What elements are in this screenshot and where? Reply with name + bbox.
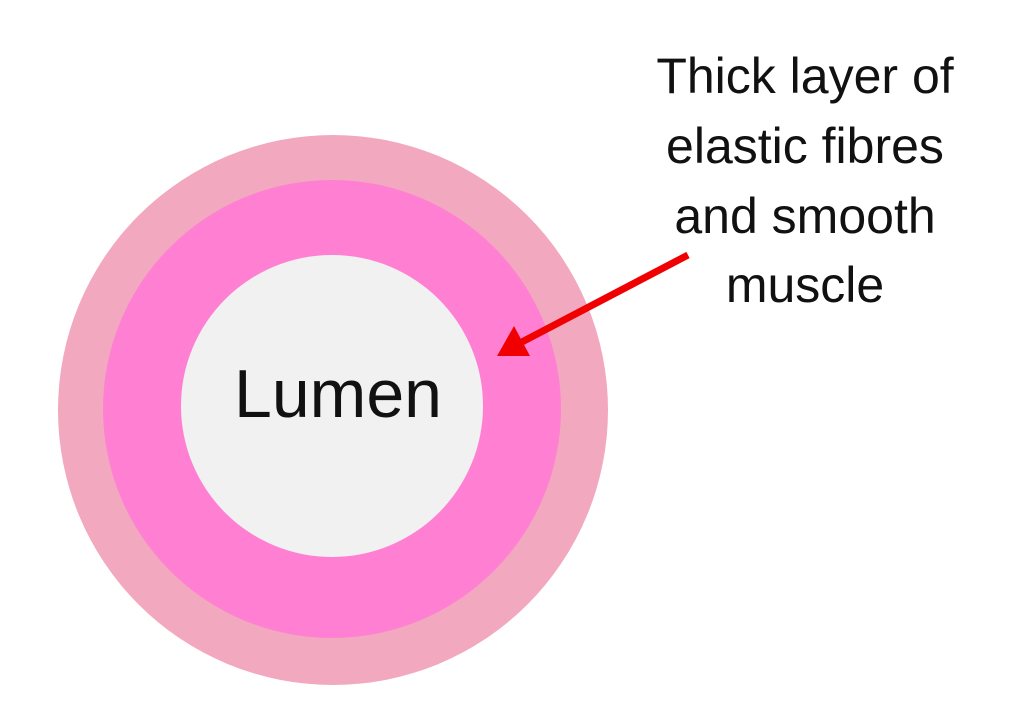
annotation-line: elastic fibres: [666, 118, 944, 174]
annotation-line: Thick layer of: [656, 48, 953, 104]
annotation-arrow: [497, 251, 690, 356]
lumen-circle: [181, 255, 483, 557]
annotation-line: and smooth: [674, 188, 935, 244]
lumen-label: Lumen: [234, 356, 442, 432]
annotation-line: muscle: [726, 257, 884, 313]
annotation-text: Thick layer of elastic fibres and smooth…: [656, 48, 953, 313]
